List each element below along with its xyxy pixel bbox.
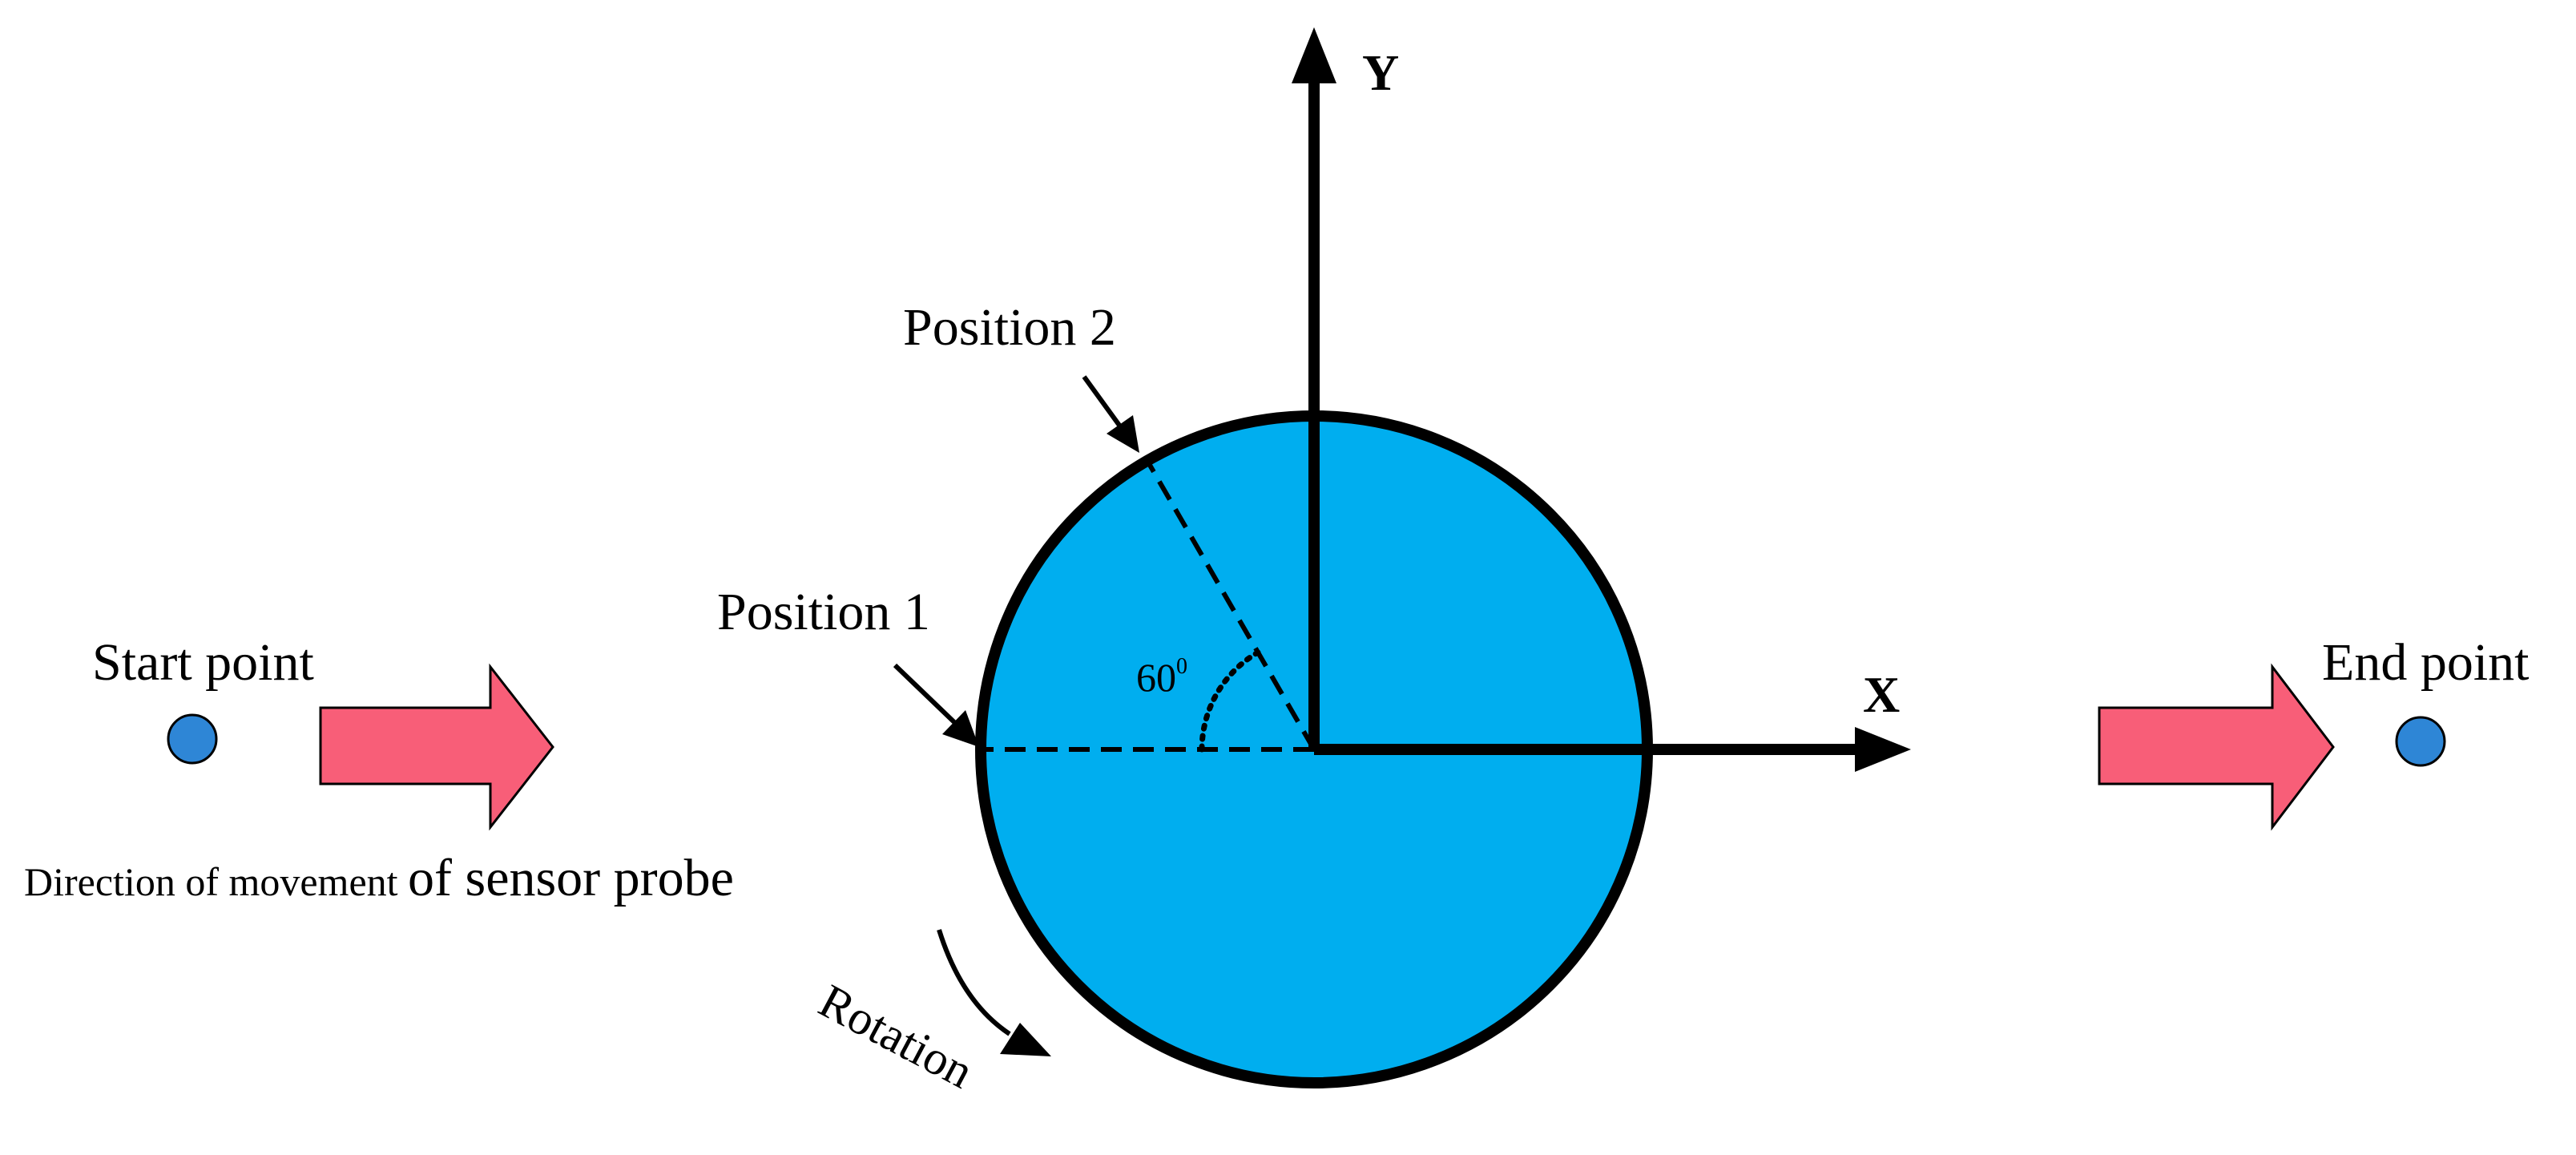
position-1-pointer bbox=[893, 663, 957, 725]
direction-caption-large: of sensor probe bbox=[408, 849, 734, 907]
y-axis-arrowhead bbox=[1292, 27, 1336, 83]
y-axis-label: Y bbox=[1362, 44, 1399, 101]
x-axis-arrowhead bbox=[1855, 727, 1911, 772]
end-point-marker bbox=[2395, 716, 2446, 767]
start-point-label: Start point bbox=[92, 633, 314, 692]
position-1-pointer-head bbox=[942, 710, 979, 747]
end-point-label: End point bbox=[2322, 633, 2530, 692]
position-1-label: Position 1 bbox=[717, 583, 930, 641]
angle-label: 600 bbox=[1136, 654, 1187, 700]
rotation-arrow-head bbox=[1000, 1023, 1051, 1056]
position-2-pointer bbox=[1082, 375, 1123, 428]
rotation-arrow-curve bbox=[937, 929, 1011, 1036]
rotation-label: Rotation bbox=[811, 974, 982, 1098]
angle-value: 60 bbox=[1136, 655, 1176, 700]
position-2-label: Position 2 bbox=[903, 298, 1116, 357]
angle-arc-dotted bbox=[1199, 649, 1261, 753]
direction-caption-small: Direction of movement bbox=[24, 859, 408, 904]
direction-caption: Direction of movement of sensor probe bbox=[24, 849, 734, 907]
position-2-pointer-head bbox=[1107, 415, 1139, 453]
start-point-marker bbox=[167, 713, 218, 765]
movement-arrow-left bbox=[319, 663, 554, 831]
angle-unit-superscript: 0 bbox=[1176, 654, 1187, 679]
x-axis-label: X bbox=[1863, 666, 1900, 723]
movement-arrow-right bbox=[2098, 663, 2335, 831]
position-2-radius-dashed bbox=[1145, 459, 1316, 751]
